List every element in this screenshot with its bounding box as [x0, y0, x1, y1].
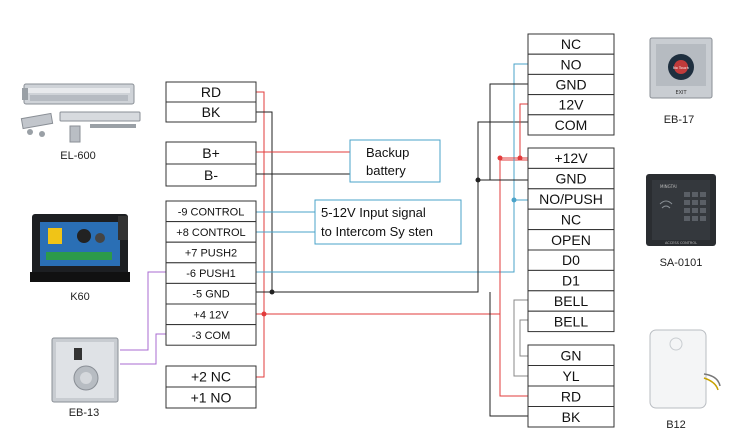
k60-label: K60	[70, 291, 90, 303]
exit-terminal-label: 12V	[559, 97, 585, 113]
keypad-terminal-label: BELL	[554, 293, 588, 309]
junction-dots	[261, 155, 523, 317]
exit-terminal-cell	[527, 114, 615, 136]
bell-terminal-cell	[527, 406, 615, 428]
wire-bell-1	[513, 299, 528, 377]
controller-terminal-label: -9 CONTROL	[178, 206, 245, 218]
keypad-terminal-label: NO/PUSH	[539, 191, 603, 207]
wire-exit-12v-red	[519, 103, 528, 158]
relay-terminal-cell	[165, 386, 257, 409]
b12-doorbell-image	[649, 329, 721, 409]
controller-terminal-label: -6 PUSH1	[186, 268, 236, 280]
exit-terminal-label: NO	[561, 56, 582, 72]
exit-terminal-label: NC	[561, 36, 581, 52]
battery-terminal-label: B+	[202, 145, 220, 161]
wire-exit-gnd-black	[489, 83, 528, 180]
sa0101-keypad-image: MINGTAI ACCESS CONTROL	[646, 174, 716, 246]
eb17-label: EB-17	[664, 114, 695, 126]
bell-terminal-label: YL	[562, 368, 579, 384]
keypad-terminal-label: +12V	[554, 150, 588, 166]
intercom-note-line2: to Intercom Sy sten	[321, 224, 433, 239]
intercom-note: 5-12V Input signal to Intercom Sy sten	[314, 199, 462, 245]
wire-eb13-purple-1	[120, 271, 166, 351]
wire-lock-rd	[256, 91, 265, 315]
controller-terminal-cell	[165, 324, 257, 346]
lock-terminal-label: BK	[202, 104, 221, 120]
relay-terminal-label: +1 NO	[191, 390, 232, 406]
bell-terminal-label: RD	[561, 388, 581, 404]
keypad-terminal-label: NC	[561, 211, 581, 227]
battery-terminal-cell	[165, 163, 257, 187]
bell-block: GN YL RD BK	[527, 344, 615, 428]
sa0101-bottom: ACCESS CONTROL	[665, 241, 697, 245]
battery-terminal-label: B-	[204, 167, 218, 183]
keypad-terminal-label: D0	[562, 252, 580, 268]
wire-push1-blue	[256, 199, 528, 273]
controller-terminal-label: +4 12V	[193, 309, 229, 321]
controller-terminal-label: -5 GND	[192, 289, 229, 301]
right-terminal-blocks: NC NO GND 12V COM +12V GND NO/PUSH NC OPEN D0D1BEL…	[527, 33, 615, 428]
backup-battery-note: Backup battery	[349, 139, 441, 183]
wire-eb13-purple-2	[120, 333, 166, 365]
wires	[120, 63, 528, 417]
wire-exit-no-blue	[513, 63, 528, 200]
left-terminal-blocks: RD BK B+ B- -9 CONTROL +8 CONTROL +7 PUSH2 -6 P…	[165, 81, 257, 409]
controller-terminal-label: +8 CONTROL	[176, 227, 245, 239]
eb17-sign-bottom: EXIT	[675, 90, 687, 96]
relay-block: +2 NC +1 NO	[165, 365, 257, 409]
bell-terminal-label: BK	[562, 409, 581, 425]
eb17-no-touch-button-image: No Touch EXIT	[649, 37, 713, 99]
lock-terminal-label: RD	[201, 84, 221, 100]
keypad-terminal-label: BELL	[554, 313, 588, 329]
sa0101-label: SA-0101	[660, 257, 703, 269]
backup-note-line1: Backup	[366, 145, 409, 160]
wire-bell-2	[519, 319, 528, 357]
wire-relay-nc	[256, 314, 265, 378]
b12-label: B12	[666, 419, 686, 431]
k60-power-supply-image	[30, 214, 130, 282]
keypad-terminal-label: GND	[555, 171, 586, 187]
backup-note-line2: battery	[366, 163, 406, 178]
lock-terminal-cell	[165, 101, 257, 123]
sa0101-brand: MINGTAI	[660, 184, 677, 189]
keypad-terminal-cell	[527, 310, 615, 333]
relay-terminal-label: +2 NC	[191, 369, 231, 385]
bell-terminal-label: GN	[561, 347, 582, 363]
controller-terminal-label: -3 COM	[192, 330, 231, 342]
el600-lock-image	[20, 83, 141, 143]
intercom-note-line1: 5-12V Input signal	[321, 205, 426, 220]
keypad-terminal-label: OPEN	[551, 232, 591, 248]
controller-block: -9 CONTROL +8 CONTROL +7 PUSH2 -6 PUSH1 -5 G…	[165, 200, 257, 346]
keypad-terminal-label: D1	[562, 273, 580, 289]
controller-terminal-label: +7 PUSH2	[185, 247, 237, 259]
lock-block: RD BK	[165, 81, 257, 123]
wire-bell-bk	[489, 292, 528, 417]
exit-terminal-label: COM	[555, 117, 588, 133]
eb13-label: EB-13	[69, 407, 100, 419]
el600-label: EL-600	[60, 150, 95, 162]
wire-bell-rd	[499, 314, 528, 397]
battery-block: B+ B-	[165, 141, 257, 187]
exit-terminal-label: GND	[555, 77, 586, 93]
eb13-exit-button-image	[51, 337, 119, 403]
exit-block: NC NO GND 12V COM	[527, 33, 615, 136]
wire-gnd-black	[256, 121, 528, 293]
eb17-sign-top: No Touch	[673, 66, 689, 70]
